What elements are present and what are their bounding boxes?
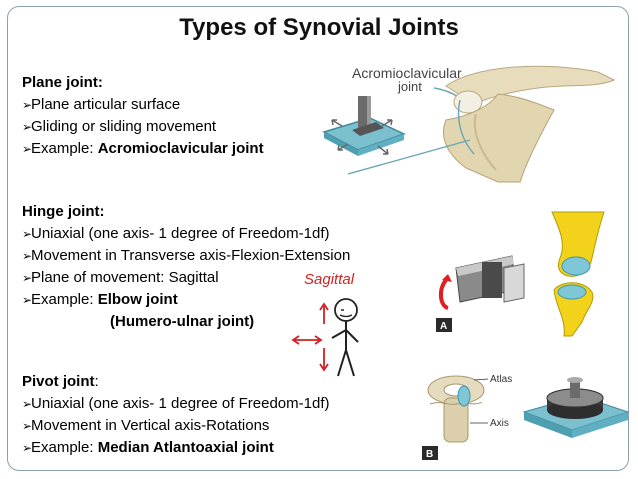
bullet-text: Example: <box>31 291 98 308</box>
plane-joint-heading: Plane joint: <box>22 74 103 91</box>
pivot-panel-letter: B <box>426 449 433 460</box>
bullet-text: Plane of movement: Sagittal <box>31 269 219 286</box>
hinge-bullet-4: ➢Example: Elbow joint <box>22 289 350 311</box>
pivot-bullet-1: ➢Uniaxial (one axis- 1 degree of Freedom… <box>22 393 329 415</box>
pivot-atlas-label: Atlas <box>490 374 512 385</box>
pivot-heading-colon: : <box>94 373 99 390</box>
bullet-arrow-icon: ➢ <box>22 142 33 156</box>
bullet-arrow-icon: ➢ <box>22 293 33 307</box>
pivot-joint-atlas-axis-image: Atlas Axis B <box>422 374 630 460</box>
plane-joint-block: Plane joint: ➢Plane articular surface ➢G… <box>22 72 264 160</box>
example-name: Elbow joint <box>97 291 178 308</box>
hinge-joint-elbow-image: A <box>436 211 605 337</box>
acromioclavicular-joint-image: Acromioclavicular joint <box>348 65 616 183</box>
sagittal-stick-figure-image: Sagittal <box>291 271 359 377</box>
bullet-text: Plane articular surface <box>31 96 181 113</box>
bullet-arrow-icon: ➢ <box>22 397 33 411</box>
pivot-joint-block: Pivot joint: ➢Uniaxial (one axis- 1 degr… <box>22 371 329 459</box>
plane-bullet-2: ➢Gliding or sliding movement <box>22 116 264 138</box>
pivot-joint-heading: Pivot joint: <box>22 371 329 393</box>
hinge-bullet-3: ➢Plane of movement: Sagittal <box>22 267 350 289</box>
pivot-bullet-2: ➢Movement in Vertical axis-Rotations <box>22 415 329 437</box>
hinge-joint-heading: Hinge joint: <box>22 203 105 220</box>
bullet-arrow-icon: ➢ <box>22 441 33 455</box>
bullet-text: Uniaxial (one axis- 1 degree of Freedom-… <box>31 395 330 412</box>
plane-bullet-1: ➢Plane articular surface <box>22 94 264 116</box>
example-name: Acromioclavicular joint <box>97 140 264 157</box>
plane-joint-model-image <box>322 96 406 156</box>
bullet-text: Gliding or sliding movement <box>31 118 217 135</box>
plane-bullet-3: ➢Example: Acromioclavicular joint <box>22 138 264 160</box>
bullet-arrow-icon: ➢ <box>22 271 33 285</box>
pivot-heading-text: Pivot joint <box>22 373 95 390</box>
acromio-label-line2: joint <box>397 79 422 94</box>
hinge-bullet-1: ➢Uniaxial (one axis- 1 degree of Freedom… <box>22 223 350 245</box>
pivot-axis-label: Axis <box>490 418 509 429</box>
hinge-joint-block: Hinge joint: ➢Uniaxial (one axis- 1 degr… <box>22 201 350 333</box>
pivot-bullet-3: ➢Example: Median Atlantoaxial joint <box>22 437 329 459</box>
example-name: Median Atlantoaxial joint <box>97 439 274 456</box>
bullet-text: Movement in Transverse axis-Flexion-Exte… <box>31 247 351 264</box>
sagittal-label: Sagittal <box>304 271 355 288</box>
bullet-arrow-icon: ➢ <box>22 120 33 134</box>
hinge-panel-letter: A <box>440 321 447 332</box>
bullet-text: Example: <box>31 439 98 456</box>
hinge-example-sub: (Humero-ulnar joint) <box>110 313 255 330</box>
bullet-arrow-icon: ➢ <box>22 419 33 433</box>
slide-title: Types of Synovial Joints <box>179 14 459 41</box>
acromio-label-line1: Acromioclavicular <box>352 65 462 81</box>
bullet-text: Example: <box>31 140 98 157</box>
bullet-arrow-icon: ➢ <box>22 249 33 263</box>
bullet-text: Uniaxial (one axis- 1 degree of Freedom-… <box>31 225 330 242</box>
slide-frame <box>7 6 629 471</box>
hinge-bullet-2: ➢Movement in Transverse axis-Flexion-Ext… <box>22 245 350 267</box>
bullet-arrow-icon: ➢ <box>22 227 33 241</box>
bullet-arrow-icon: ➢ <box>22 98 33 112</box>
bullet-text: Movement in Vertical axis-Rotations <box>31 417 270 434</box>
